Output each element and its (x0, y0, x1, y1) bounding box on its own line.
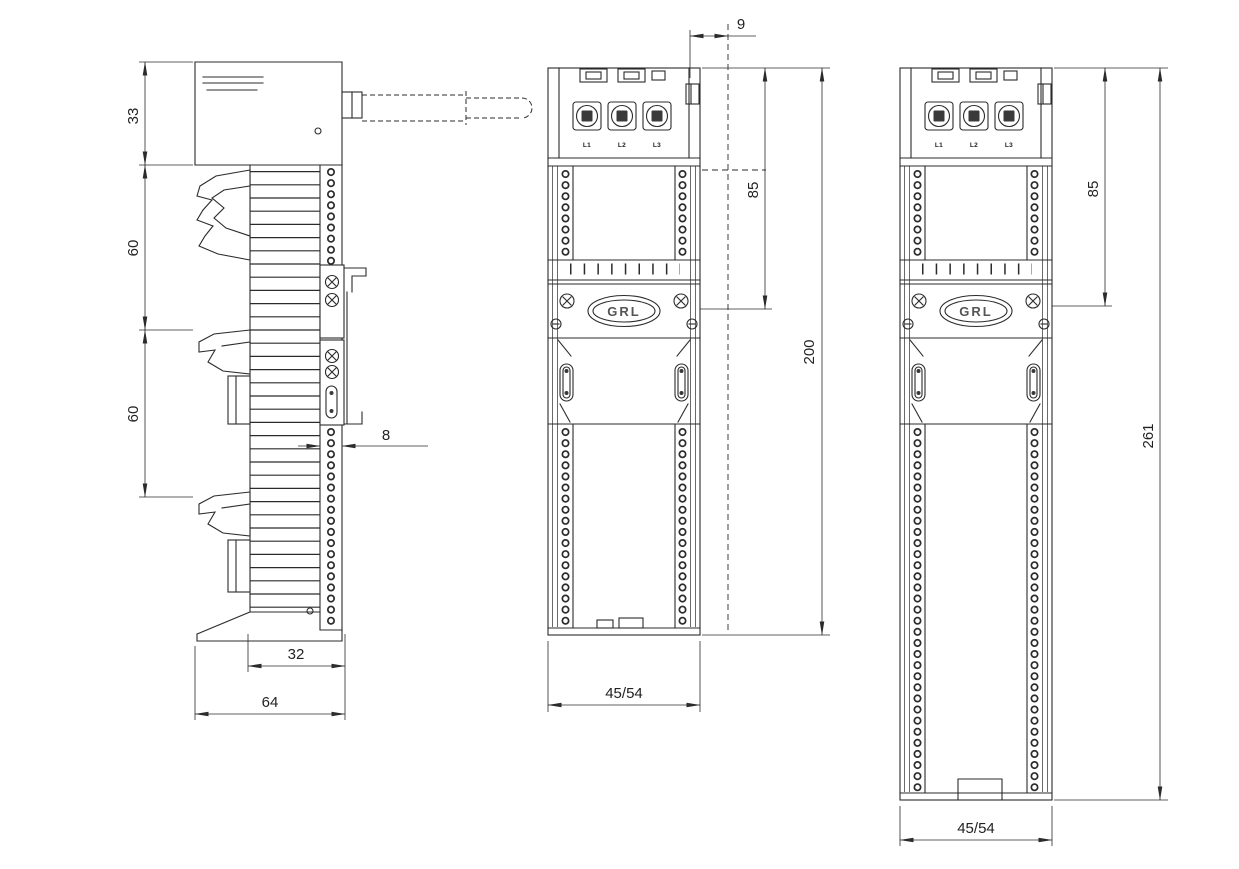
dim-total-height-200: 200 (801, 339, 818, 364)
latch-tab (685, 83, 700, 105)
dim-upper-height-200: 85 (745, 182, 762, 199)
front-view-shared-detail: L1 L2 L3 (547, 67, 701, 425)
mount-slots (557, 339, 691, 423)
front-view-200-dimensions: 9 85 200 45/54 (547, 16, 830, 712)
screw-block-lower (319, 339, 345, 426)
hole-strip-lower-200 (561, 428, 687, 628)
terminal-label-l1: L1 (583, 142, 591, 149)
dim-strip-width: 8 (382, 427, 390, 444)
rail-hook (343, 267, 367, 425)
din-rail-clip-middle (198, 329, 251, 375)
din-rail-clip-lower (198, 491, 251, 537)
terminal-label-l3: L3 (653, 142, 661, 149)
dim-top-height: 33 (125, 108, 142, 125)
dim-total-width: 64 (262, 694, 279, 711)
dim-upper-height-261: 85 (1085, 181, 1102, 198)
terminal-l3 (642, 101, 672, 131)
terminal-label-l2: L2 (618, 142, 626, 149)
dim-total-height-261: 261 (1140, 423, 1157, 448)
front-view-261 (900, 68, 1052, 801)
dim-width-261: 45/54 (957, 820, 995, 837)
dim-upper-segment: 60 (125, 240, 142, 257)
side-view-dimensions: 33 60 60 8 32 64 (125, 61, 428, 720)
front-view-200 (547, 67, 701, 636)
front-view-261-shared-detail (900, 68, 1052, 424)
screw-block-upper (319, 264, 345, 339)
front-view-261-dimensions: 85 261 45/54 (899, 67, 1168, 846)
dim-lower-segment: 60 (125, 406, 142, 423)
hole-strip-upper (561, 170, 687, 260)
terminal-l1 (572, 101, 602, 131)
dim-body-width: 32 (288, 646, 305, 663)
din-rail-clip-upper (196, 169, 251, 261)
brand-plate: GRL (550, 293, 698, 330)
brand-label: GRL (607, 304, 640, 319)
hole-strip-lower-261 (913, 428, 1039, 794)
side-view (194, 61, 533, 642)
dim-top-offset: 9 (737, 16, 745, 33)
dim-width-200: 45/54 (605, 685, 643, 702)
side-block-lower (227, 539, 251, 593)
cable-outline (341, 91, 533, 125)
terminal-l2 (607, 101, 637, 131)
side-block-upper (227, 375, 251, 425)
